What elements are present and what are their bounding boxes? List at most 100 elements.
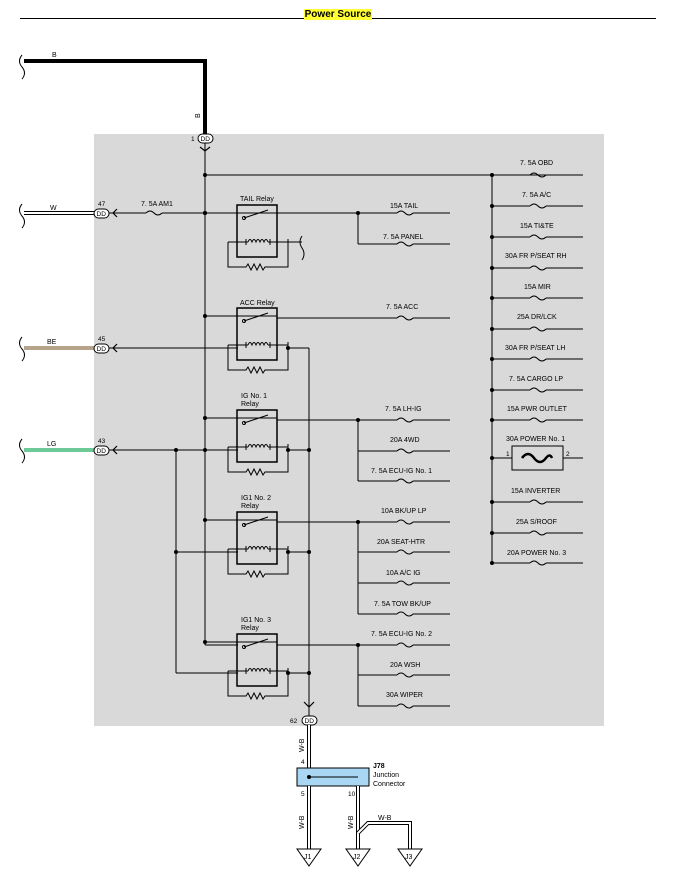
- svg-text:DD: DD: [305, 718, 315, 725]
- svg-text:62: 62: [290, 718, 298, 725]
- fuse-label-inverter: 15A INVERTER: [511, 488, 560, 495]
- fuse-label-ecuig1: 7. 5A ECU-IG No. 1: [371, 468, 432, 475]
- junction-block-background: [94, 134, 604, 726]
- terminal-j3: J3: [397, 848, 423, 867]
- relay-label-ig1-line1: IG No. 1: [241, 393, 267, 400]
- fuse-label-towbkup: 7. 5A TOW BK/UP: [374, 601, 431, 608]
- svg-text:W-B: W-B: [299, 738, 306, 752]
- fuse-label-pwroutlet: 15A PWR OUTLET: [507, 406, 568, 413]
- fuse-ig1n3-1: [396, 672, 414, 678]
- wire-wb: W-B: [299, 725, 311, 768]
- terminal-j1: J1: [296, 848, 322, 867]
- fuse-group-ig1: [277, 417, 450, 484]
- wire-lg: LG: [19, 438, 94, 464]
- right-fuse-row-4: [490, 295, 583, 301]
- fuse-label-ecuig2: 7. 5A ECU-IG No. 2: [371, 631, 432, 638]
- right-fuse-2: [529, 234, 547, 240]
- svg-text:DD: DD: [201, 136, 211, 143]
- svg-text:J78: J78: [373, 763, 385, 770]
- right-fuse-8: [529, 417, 547, 423]
- fuse-ig1-2: [396, 478, 414, 484]
- relay-ig1: [203, 409, 289, 477]
- fuse-label-ac: 7. 5A A/C: [522, 192, 551, 199]
- right-fuse-row-8: [490, 417, 583, 423]
- fuse-ig1n2-2: [396, 580, 414, 586]
- right-fuse-row-5: [490, 326, 583, 332]
- fuse-label-frseatlh: 30A FR P/SEAT LH: [505, 345, 565, 352]
- svg-text:2: 2: [566, 451, 570, 458]
- svg-text:DD: DD: [97, 346, 107, 353]
- right-fuse-5: [529, 326, 547, 332]
- title-bar: Power Source: [20, 4, 656, 20]
- svg-text:DD: DD: [97, 211, 107, 218]
- connector-dd-62: DD 62: [290, 715, 318, 726]
- fuse-group-ig1n3: [277, 642, 450, 709]
- fuse-group-tail-panel: [277, 210, 450, 247]
- connector-dd-1: DD 1: [191, 133, 214, 152]
- right-fuse-10: [529, 530, 547, 536]
- fuse-ig1-1: [396, 448, 414, 454]
- fuse-label-acig: 10A A/C IG: [386, 570, 421, 577]
- relay-label-ig1n2-line2: Relay: [241, 503, 259, 510]
- right-fuse-row-1: [490, 203, 583, 209]
- svg-text:Connector: Connector: [373, 781, 406, 788]
- junction-connector-j78: J78 Junction Connector 4 5 10: [296, 759, 406, 798]
- fuse-group-ig1n2: [277, 519, 450, 617]
- fuse-label-tail: 15A TAIL: [390, 203, 418, 210]
- terminal-j2: J2: [345, 848, 371, 867]
- wire-label-b: B: [52, 52, 57, 59]
- relay-label-ig1n3-line2: Relay: [241, 625, 259, 632]
- relay-label-ig1-line2: Relay: [241, 401, 259, 408]
- fuse-ig1n3-2: [396, 703, 414, 709]
- fuse-ig1n2-3: [396, 611, 414, 617]
- wire-b-top: B B: [19, 52, 207, 136]
- fuse-label-drlck: 25A DR/LCK: [517, 314, 557, 321]
- fuse-tail-panel-0: [396, 210, 414, 216]
- right-fuse-row-9: [490, 499, 583, 505]
- svg-text:1: 1: [506, 451, 510, 458]
- svg-text:43: 43: [98, 438, 106, 445]
- relay-label-ig1n3-line1: IG1 No. 3: [241, 617, 271, 624]
- svg-text:4: 4: [301, 759, 305, 766]
- right-fuse-row-3: [490, 265, 583, 271]
- right-fuse-row-11: [490, 560, 583, 566]
- relay-label-ig1n2-line1: IG1 No. 2: [241, 495, 271, 502]
- wire-wb-j1: W-B: [299, 786, 311, 849]
- left-fuse-layer: [277, 210, 450, 709]
- right-fuse-row-7: [490, 387, 583, 393]
- wire-be: BE: [19, 336, 94, 362]
- right-fuse-row-6: [490, 356, 583, 362]
- svg-text:J3: J3: [405, 854, 413, 861]
- right-fuse-7: [529, 387, 547, 393]
- fuse-label-seathtr: 20A SEAT-HTR: [377, 539, 425, 546]
- right-fuse-1: [529, 203, 547, 209]
- fuse-label-wsh: 20A WSH: [390, 662, 420, 669]
- wire-label-b-drop: B: [195, 113, 202, 118]
- right-fuse-9: [529, 499, 547, 505]
- svg-text:W-B: W-B: [348, 815, 355, 829]
- svg-text:45: 45: [98, 336, 106, 343]
- svg-text:1: 1: [191, 136, 195, 143]
- right-fuse-4: [529, 295, 547, 301]
- wire-label-lg: LG: [47, 441, 56, 448]
- right-fuse-row-2: [490, 234, 583, 240]
- right-fuse-row-10: [490, 530, 583, 536]
- fusible-link-power1: 1 2: [492, 445, 583, 471]
- fuse-ig1-0: [396, 417, 414, 423]
- right-fuse-row-0: [492, 172, 583, 178]
- relays-layer: [203, 204, 289, 701]
- fuse-label-cargo: 7. 5A CARGO LP: [509, 376, 563, 383]
- fuse-ig1n2-0: [396, 519, 414, 525]
- fuse-label-mir: 15A MIR: [524, 284, 551, 291]
- fuse-ig1n2-1: [396, 549, 414, 555]
- relay-label-acc: ACC Relay: [240, 300, 275, 307]
- fuse-acc-0: [396, 315, 414, 321]
- relay-ig1n2: [203, 511, 289, 579]
- fuse-label-bkup: 10A BK/UP LP: [381, 508, 427, 515]
- svg-text:Junction: Junction: [373, 772, 399, 779]
- wire-wb-j2: W-B: [348, 786, 360, 849]
- svg-text:10: 10: [348, 791, 356, 798]
- wire-label-w: W: [50, 205, 57, 212]
- wire-label-be: BE: [47, 339, 57, 346]
